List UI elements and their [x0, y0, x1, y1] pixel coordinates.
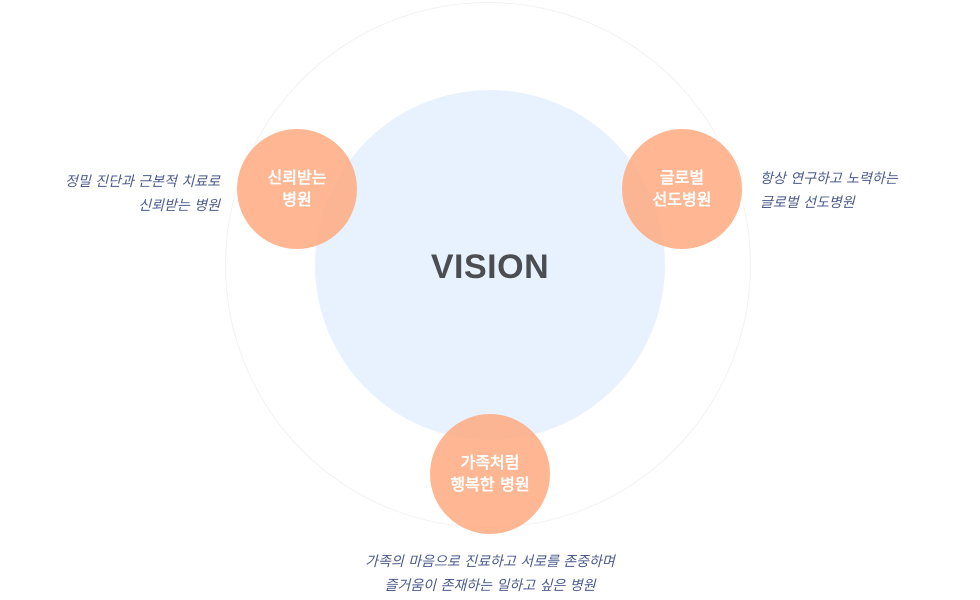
vision-circle [315, 90, 665, 440]
caption-global: 항상 연구하고 노력하는 글로벌 선도병원 [760, 167, 898, 215]
node-family-line2: 행복한 병원 [450, 475, 530, 494]
caption-family-line2: 즐거움이 존재하는 일하고 싶은 병원 [384, 578, 596, 594]
node-family-line1: 가족처럼 [460, 453, 520, 472]
caption-trusted: 정밀 진단과 근본적 치료로 신뢰받는 병원 [65, 170, 220, 218]
caption-global-line1: 항상 연구하고 노력하는 [760, 171, 898, 187]
caption-trusted-line1: 정밀 진단과 근본적 치료로 [64, 174, 220, 190]
node-trusted-hospital: 신뢰받는 병원 [237, 129, 357, 249]
node-global-line2: 선도병원 [652, 190, 712, 209]
caption-family-line1: 가족의 마음으로 진료하고 서로를 존중하며 [365, 554, 615, 570]
caption-family: 가족의 마음으로 진료하고 서로를 존중하며 즐거움이 존재하는 일하고 싶은 … [290, 550, 690, 598]
node-trusted-line1: 신뢰받는 [267, 168, 327, 187]
node-family-hospital: 가족처럼 행복한 병원 [430, 414, 550, 534]
node-global-hospital: 글로벌 선도병원 [622, 129, 742, 249]
vision-title: VISION [430, 248, 550, 286]
node-global-line1: 글로벌 [659, 168, 705, 187]
caption-global-line2: 글로벌 선도병원 [760, 195, 855, 211]
caption-trusted-line2: 신뢰받는 병원 [138, 198, 220, 214]
node-trusted-line2: 병원 [282, 190, 312, 209]
